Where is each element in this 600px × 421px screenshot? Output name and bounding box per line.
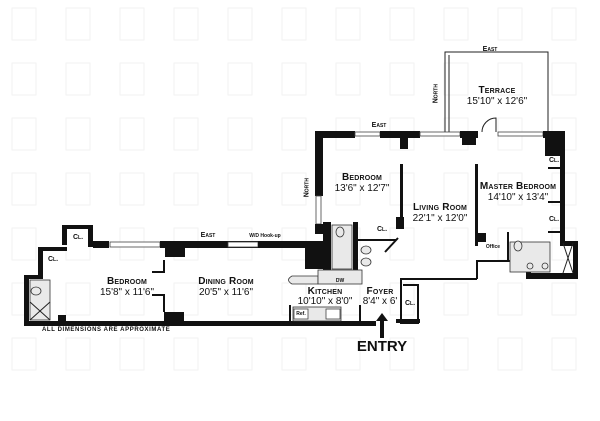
- room-kitchen-name: Kitchen: [307, 286, 343, 297]
- room-terrace-name: Terrace: [478, 85, 516, 96]
- room-dining-name: Dining Room: [198, 276, 254, 287]
- room-foyer-name: Foyer: [366, 286, 394, 297]
- closet-west-upper-label: Cl.: [72, 234, 84, 241]
- room-bedroom-north-dims: 13'6" x 12'7": [334, 183, 390, 194]
- dishwasher-label: DW: [335, 278, 345, 284]
- terrace-outline: [444, 51, 549, 135]
- room-dining-dims: 20'5" x 11'6": [198, 287, 254, 298]
- closet-master-upper-label: Cl.: [548, 157, 560, 164]
- wd-hookup-label: W/D Hook-up: [249, 233, 281, 239]
- closet-foyer-label: Cl.: [404, 300, 416, 307]
- room-terrace-dims: 15'10" x 12'6": [466, 96, 528, 107]
- refrigerator-label: Ref.: [296, 311, 306, 317]
- closet-bedroom-label: Cl.: [376, 226, 388, 233]
- compass-north-bedroom: North: [303, 178, 311, 198]
- room-master-dims: 14'10" x 13'4": [487, 192, 549, 203]
- closet-master-lower-label: Cl.: [548, 216, 560, 223]
- dimensions-note: ALL DIMENSIONS ARE APPROXIMATE: [42, 327, 171, 333]
- office-label: Office: [485, 244, 501, 250]
- room-bedroom-north-name: Bedroom: [341, 172, 383, 183]
- entry-label: ENTRY: [356, 338, 408, 355]
- compass-east-dining: East: [200, 232, 216, 239]
- room-living-dims: 22'1" x 12'0": [412, 213, 468, 224]
- room-kitchen-dims: 10'10" x 8'0": [297, 296, 353, 307]
- room-master-name: Master Bedroom: [479, 181, 557, 192]
- room-living-name: Living Room: [412, 202, 468, 213]
- compass-east-terrace: East: [482, 46, 498, 53]
- watermark-pattern: [11, 7, 577, 371]
- compass-east-bedroom: East: [371, 122, 387, 129]
- walls: [24, 131, 578, 338]
- compass-north-terrace: North: [432, 84, 440, 104]
- room-bedroom-west-dims: 15'8" x 11'6": [99, 287, 155, 298]
- room-bedroom-west-name: Bedroom: [106, 276, 148, 287]
- closet-west-lower-label: Cl.: [47, 256, 59, 263]
- room-foyer-dims: 8'4" x 6': [362, 296, 398, 307]
